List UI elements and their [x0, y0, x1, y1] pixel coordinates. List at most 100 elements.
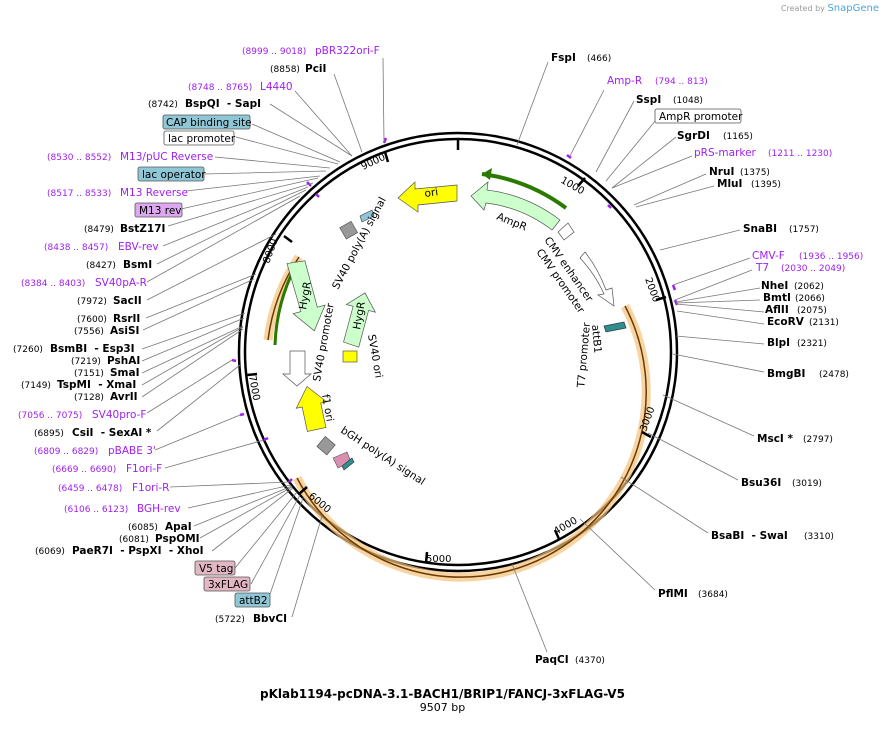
label-v5-tag: V5 tag: [199, 563, 233, 575]
label-paqci-pos: (4370): [575, 656, 605, 666]
label-sv40pa-r-pos: (8384 .. 8403): [21, 279, 85, 289]
bgh-polya-box: [316, 436, 336, 456]
label-prs-marker: pRS-marker: [694, 147, 757, 159]
label-smai-pos: (7151): [74, 369, 104, 379]
sv40-polya-label: SV40 poly(A) signal: [330, 195, 389, 291]
hygr-inner-label: HygR: [351, 301, 368, 331]
label-rsrii: RsrII: [113, 313, 140, 325]
label-3xflag: 3xFLAG: [208, 579, 248, 591]
label-ecorv-pos: (2131): [809, 318, 839, 328]
label-sv40pro-f-pos: (7056 .. 7075): [18, 411, 82, 421]
label-pflmi: PflMI: [658, 588, 688, 600]
ampr-promoter-arrow: [557, 222, 575, 241]
label-smai: SmaI: [110, 367, 140, 379]
m13-rev-box: [134, 202, 183, 218]
label-f1ori-r: F1ori-R: [132, 482, 169, 494]
label-bsu36i-pos: (3019): [792, 479, 822, 489]
label-tspmi-pos: (7149): [21, 381, 51, 391]
label-bbvci-pos: (5722): [215, 615, 245, 625]
attb2-box-label: [234, 592, 271, 608]
label-t7-pos: (2030 .. 2049): [781, 264, 845, 274]
sv40-polya-box: [339, 220, 359, 240]
label-bsabi-swai: BsaBI - SwaI: [711, 530, 788, 542]
label-lac-promoter: lac promoter: [168, 133, 236, 145]
label-pcii-pos: (8858): [270, 65, 300, 75]
label-apai-pos: (6085): [128, 523, 158, 533]
label-sv40pro-f: SV40pro-F: [92, 409, 146, 421]
label-sspi-pos: (1048): [673, 96, 703, 106]
label-nrui-pos: (1375): [740, 168, 770, 178]
label-pshai-pos: (7219): [71, 357, 101, 367]
sv40-promoter-arrow: [282, 350, 312, 387]
ori-label: ori: [424, 186, 439, 200]
label-nrui: NruI: [709, 166, 734, 178]
label-f1ori-f-pos: (6669 .. 6690): [52, 465, 116, 475]
label-ecorv: EcoRV: [767, 316, 805, 328]
label-pbabe-pos: (6809 .. 6829): [34, 447, 98, 457]
label-msci: MscI *: [757, 433, 793, 445]
label-bmgbi: BmgBI: [767, 368, 805, 380]
label-m13-reverse: M13 Reverse: [120, 187, 188, 199]
label-rsrii-pos: (7600): [77, 315, 107, 325]
label-m13-rev: M13 rev: [139, 205, 182, 217]
label-bsu36i: Bsu36I: [741, 477, 781, 489]
lac-operator-box: [137, 166, 205, 182]
sv40-ori-feature: [342, 350, 358, 363]
plasmid-title: pKlab1194-pcDNA-3.1-BACH1/BRIP1/FANCJ-3x…: [260, 687, 625, 701]
label-aflii: AflII: [765, 304, 789, 316]
ori-arrow: [397, 181, 458, 213]
f1-ori-label: f1 ori: [319, 393, 336, 422]
left-labels: (8999 .. 9018) pBR322ori-F (8858) PciI (…: [13, 45, 380, 625]
leader-lines-left: [141, 57, 385, 618]
label-amp-r: Amp-R: [607, 75, 642, 87]
label-asisi: AsiSI: [110, 325, 139, 337]
tick-8000: 8000: [261, 237, 280, 265]
hygr-arrow-inner: [343, 292, 377, 348]
label-mlui: MluI: [717, 178, 742, 190]
sv40-ori-label: SV40 ori: [365, 333, 384, 379]
label-prs-marker-pos: (1211 .. 1230): [768, 149, 832, 159]
label-sgrdi: SgrDI: [677, 130, 710, 142]
label-aflii-pos: (2075): [797, 306, 827, 316]
tick-5000: 5000: [426, 554, 451, 565]
label-m13puc-pos: (8530 .. 8552): [47, 153, 111, 163]
label-t7: T7: [755, 262, 769, 274]
label-pspomi: PspOMI: [155, 533, 200, 545]
label-msci-pos: (2797): [803, 435, 833, 445]
label-bsmi: BsmI: [123, 259, 152, 271]
snapgene-logo: SnapGene: [827, 3, 879, 14]
label-ebv-rev: EBV-rev: [118, 241, 159, 253]
label-cap-binding-site: CAP binding site: [166, 117, 252, 129]
label-ampr-promoter: AmpR promoter: [659, 111, 743, 123]
label-apai: ApaI: [165, 521, 192, 533]
label-mlui-pos: (1395): [751, 180, 781, 190]
label-attb2: attB2: [239, 595, 268, 607]
label-bsmi-pos: (8427): [86, 261, 116, 271]
label-blpi: BlpI: [767, 337, 790, 349]
right-labels: FspI (466) Amp-R (794 .. 813) SspI (1048…: [535, 52, 863, 666]
lac-boxes: [359, 209, 375, 223]
label-bstz17i-pos: (8479): [84, 225, 114, 235]
ampr-promoter-box: [654, 108, 742, 124]
label-paer7i-pspxi-xhoi: PaeR7I - PspXI - XhoI: [72, 545, 204, 557]
attb1-label: attB1: [589, 324, 603, 353]
label-pshai: PshAI: [107, 355, 140, 367]
label-ebv-rev-pos: (8438 .. 8457): [44, 243, 108, 253]
label-l4440-pos: (8748 .. 8765): [188, 83, 252, 93]
label-fspi: FspI: [551, 52, 576, 64]
label-sacii-pos: (7972): [77, 297, 107, 307]
label-bgh-rev-pos: (6106 .. 6123): [64, 505, 128, 515]
label-cmv-f-pos: (1936 .. 1956): [799, 252, 863, 262]
label-csii-pos: (6895): [34, 429, 64, 439]
3xflag-box: [203, 576, 251, 592]
label-psopomi-pos: (6081): [119, 535, 149, 545]
hygr-outer-label: HygR: [297, 281, 314, 311]
label-pbr322ori-f: pBR322ori-F: [315, 45, 380, 57]
label-f1ori-f: F1ori-F: [126, 463, 162, 475]
label-nhei-pos: (2062): [794, 282, 824, 292]
label-sv40pa-r: SV40pA-R: [95, 277, 147, 289]
ticks: [246, 138, 667, 564]
f1-ori-arrow: [295, 385, 328, 432]
label-snabi: SnaBI: [743, 223, 777, 235]
